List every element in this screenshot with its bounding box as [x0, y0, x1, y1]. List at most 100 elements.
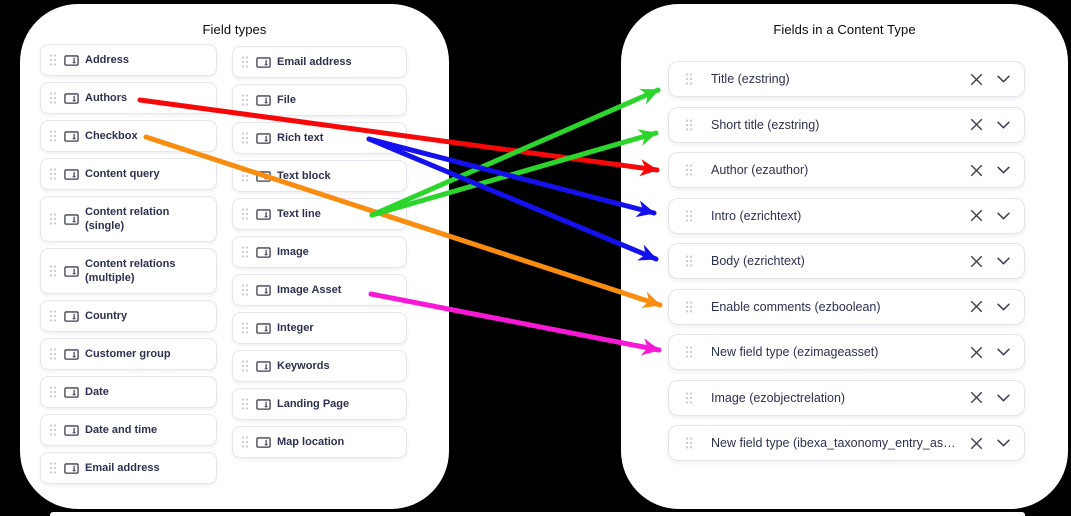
field-type-card[interactable]: Email address	[232, 46, 407, 78]
content-type-field-row[interactable]: Author (ezauthor)	[668, 152, 1025, 188]
chevron-down-icon[interactable]	[997, 394, 1010, 402]
field-type-icon	[64, 424, 79, 436]
chevron-down-icon[interactable]	[997, 257, 1010, 265]
field-type-card[interactable]: Text line	[232, 198, 407, 230]
drag-handle-icon[interactable]	[241, 55, 249, 69]
remove-field-icon[interactable]	[970, 437, 983, 450]
remove-field-icon[interactable]	[970, 391, 983, 404]
content-type-field-row[interactable]: Image (ezobjectrelation)	[668, 379, 1025, 416]
field-type-card[interactable]: File	[232, 84, 407, 116]
field-type-card[interactable]: Landing Page	[232, 388, 407, 420]
content-type-field-row[interactable]: Title (ezstring)	[668, 61, 1025, 97]
content-type-field-row[interactable]: New field type (ibexa_taxonomy_entry_ass…	[668, 425, 1025, 461]
field-type-card[interactable]: Customer group	[40, 338, 217, 370]
field-type-card[interactable]: Address	[40, 44, 217, 76]
field-type-card[interactable]: Keywords	[232, 350, 407, 382]
drag-handle-icon[interactable]	[685, 209, 693, 223]
field-type-card[interactable]: Country	[40, 300, 217, 332]
content-type-field-row[interactable]: New field type (ezimageasset)	[668, 334, 1025, 370]
field-row-label: Title (ezstring)	[711, 72, 790, 86]
drag-handle-icon[interactable]	[241, 435, 249, 449]
field-row-label: Body (ezrichtext)	[711, 254, 805, 268]
drag-handle-icon[interactable]	[241, 131, 249, 145]
field-type-card[interactable]: Content relations (multiple)	[40, 248, 217, 294]
drag-handle-icon[interactable]	[49, 53, 57, 67]
remove-field-icon[interactable]	[970, 73, 983, 86]
chevron-down-icon[interactable]	[997, 348, 1010, 356]
content-type-field-row[interactable]: Intro (ezrichtext)	[668, 197, 1025, 234]
remove-field-icon[interactable]	[970, 346, 983, 359]
remove-field-icon[interactable]	[970, 118, 983, 131]
content-type-field-row[interactable]: Enable comments (ezboolean)	[668, 288, 1025, 325]
field-type-card[interactable]: Content query	[40, 158, 217, 190]
field-type-label: Date	[85, 386, 109, 398]
field-type-label: Authors	[85, 92, 128, 104]
field-type-label: Content query	[85, 168, 160, 180]
drag-handle-icon[interactable]	[685, 72, 693, 86]
field-type-card[interactable]: Map location	[232, 426, 407, 458]
field-type-label: Image	[277, 246, 309, 258]
drag-handle-icon[interactable]	[241, 397, 249, 411]
chevron-down-icon[interactable]	[997, 212, 1010, 220]
content-type-fields-panel: Fields in a Content Type Title (ezstring…	[621, 4, 1068, 509]
field-type-card[interactable]: Checkbox	[40, 120, 217, 152]
chevron-down-icon[interactable]	[997, 75, 1010, 83]
field-type-card[interactable]: Authors	[40, 82, 217, 114]
drag-handle-icon[interactable]	[241, 207, 249, 221]
drag-handle-icon[interactable]	[49, 385, 57, 399]
remove-field-icon[interactable]	[970, 164, 983, 177]
field-type-card[interactable]: Text block	[232, 160, 407, 192]
drag-handle-icon[interactable]	[685, 300, 693, 314]
drag-handle-icon[interactable]	[49, 461, 57, 475]
drag-handle-icon[interactable]	[241, 359, 249, 373]
content-type-field-row[interactable]: Body (ezrichtext)	[668, 243, 1025, 279]
chevron-down-icon[interactable]	[997, 303, 1010, 311]
field-types-panel: Field types Address	[20, 4, 449, 509]
drag-handle-icon[interactable]	[241, 321, 249, 335]
content-type-field-row[interactable]: Short title (ezstring)	[668, 106, 1025, 143]
field-type-label: Content relations (multiple)	[85, 258, 176, 284]
field-row-label: Enable comments (ezboolean)	[711, 299, 881, 314]
drag-handle-icon[interactable]	[241, 245, 249, 259]
drag-handle-icon[interactable]	[49, 264, 57, 278]
field-type-card[interactable]: Rich text	[232, 122, 407, 154]
drag-handle-icon[interactable]	[685, 391, 693, 405]
drag-handle-icon[interactable]	[49, 91, 57, 105]
field-type-icon	[256, 284, 271, 296]
drag-handle-icon[interactable]	[685, 345, 693, 359]
drag-handle-icon[interactable]	[49, 129, 57, 143]
field-type-icon	[64, 348, 79, 360]
chevron-down-icon[interactable]	[997, 439, 1010, 447]
field-type-icon	[64, 310, 79, 322]
drag-handle-icon[interactable]	[241, 169, 249, 183]
field-type-icon	[64, 130, 79, 142]
chevron-down-icon[interactable]	[997, 166, 1010, 174]
field-row-label: Short title (ezstring)	[711, 117, 820, 132]
drag-handle-icon[interactable]	[241, 283, 249, 297]
field-type-label: Country	[85, 310, 128, 322]
field-row-label: Image (ezobjectrelation)	[711, 390, 846, 405]
field-type-card[interactable]: Date and time	[40, 414, 217, 446]
drag-handle-icon[interactable]	[241, 93, 249, 107]
drag-handle-icon[interactable]	[49, 347, 57, 361]
drag-handle-icon[interactable]	[685, 118, 693, 132]
chevron-down-icon[interactable]	[997, 121, 1010, 129]
field-type-card[interactable]: Integer	[232, 312, 407, 344]
field-types-column-2: Email address File	[232, 46, 407, 458]
field-type-icon	[64, 462, 79, 474]
field-type-card[interactable]: Image	[232, 236, 407, 268]
drag-handle-icon[interactable]	[685, 436, 693, 450]
drag-handle-icon[interactable]	[685, 163, 693, 177]
drag-handle-icon[interactable]	[49, 423, 57, 437]
drag-handle-icon[interactable]	[49, 167, 57, 181]
remove-field-icon[interactable]	[970, 300, 983, 313]
drag-handle-icon[interactable]	[49, 212, 57, 226]
field-type-card[interactable]: Email address	[40, 452, 217, 484]
remove-field-icon[interactable]	[970, 209, 983, 222]
field-type-card[interactable]: Image Asset	[232, 274, 407, 306]
field-type-card[interactable]: Content relation (single)	[40, 196, 217, 242]
remove-field-icon[interactable]	[970, 255, 983, 268]
drag-handle-icon[interactable]	[685, 254, 693, 268]
field-type-card[interactable]: Date	[40, 376, 217, 408]
drag-handle-icon[interactable]	[49, 309, 57, 323]
